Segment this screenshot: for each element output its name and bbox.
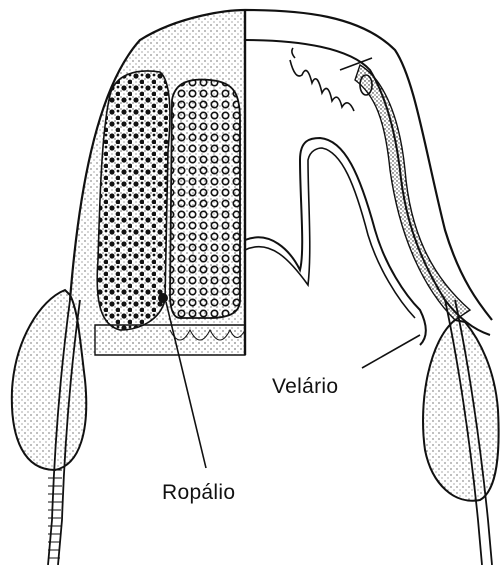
velario-leader: [362, 335, 420, 368]
gonad-rings: [170, 80, 240, 318]
rhopalium-dot: [158, 293, 168, 303]
velario-label: Velário: [272, 376, 338, 397]
pedalium-right: [423, 320, 499, 501]
right-wall-stipple: [355, 65, 470, 320]
gonad-dark: [97, 71, 170, 330]
pedalium-left: [12, 290, 86, 470]
ropalio-label: Ropálio: [162, 482, 235, 503]
velarium-band-left: [95, 325, 245, 355]
subumbrella-channel-inner: [245, 148, 415, 318]
